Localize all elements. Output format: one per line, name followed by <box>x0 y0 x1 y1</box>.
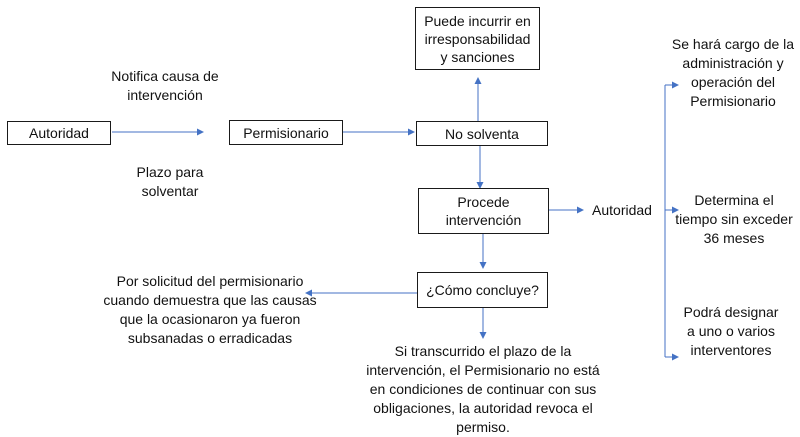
box-puede-incurrir: Puede incurrir en irresponsabilidad y sa… <box>415 7 540 70</box>
box-permisionario: Permisionario <box>229 120 343 145</box>
label-determina: Determina el tiempo sin exceder 36 meses <box>675 192 793 246</box>
box-no-solventa: No solventa <box>416 121 548 146</box>
label-autoridad-right: Autoridad <box>592 202 652 218</box>
label-plazo: Plazo para solventar <box>136 164 204 199</box>
box-autoridad: Autoridad <box>7 121 111 145</box>
box-procede-intervencion: Procede intervención <box>418 188 549 234</box>
label-podra: Podrá designar a uno o varios intervento… <box>683 304 779 358</box>
label-notifica: Notifica causa de intervención <box>111 68 219 103</box>
label-por-solicitud: Por solicitud del permisionario cuando d… <box>103 273 317 346</box>
box-como-concluye: ¿Cómo concluye? <box>417 272 548 308</box>
label-si-transcurrido: Si transcurrido el plazo de la intervenc… <box>366 343 600 435</box>
label-hara-cargo: Se hará cargo de la administración y ope… <box>671 36 795 109</box>
